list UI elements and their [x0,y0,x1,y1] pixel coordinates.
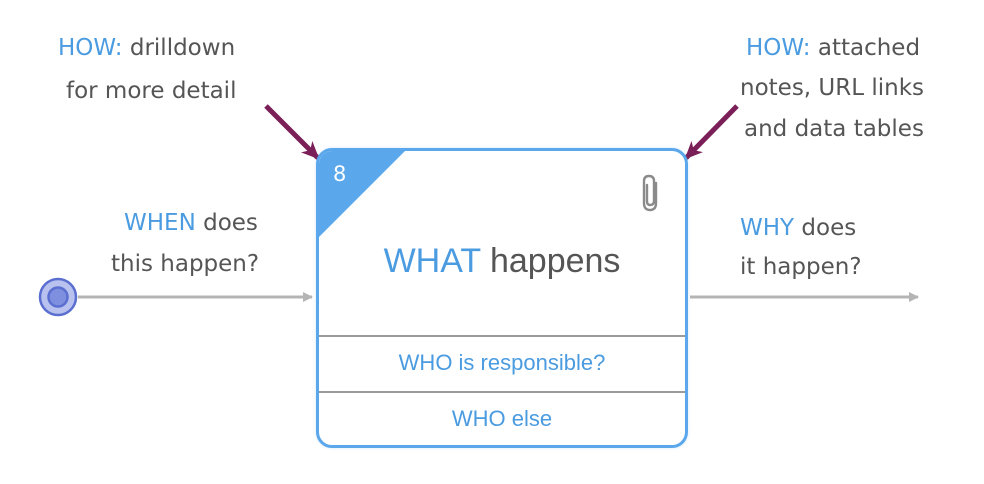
why-text: does [794,215,857,241]
step-number: 8 [333,162,347,186]
when-text: does [195,210,258,236]
how-attached-text: attached [810,35,921,61]
how-drilldown-label: HOW: drilldown [58,32,235,64]
how-attached-label: HOW: attached [746,32,920,64]
how-drilldown-text: drilldown [122,35,236,61]
how-drilldown-label-line2: for more detail [66,78,237,104]
when-keyword: WHEN [124,210,196,236]
how-attached-label-line3: and data tables [744,116,924,142]
activity-title[interactable]: WHAT happens [319,241,685,281]
step-number-badge [319,151,405,237]
why-label-line2: it happen? [740,254,862,280]
who-responsible-field[interactable]: WHO is responsible? [319,335,685,391]
attachment-callout-arrow [684,104,739,160]
how-attached-label-line2: notes, URL links [740,75,925,101]
start-event-icon[interactable] [38,277,78,317]
drilldown-callout-arrow [264,104,320,160]
what-keyword: WHAT [383,242,481,280]
when-label-line2: this happen? [111,251,260,277]
why-keyword: WHY [740,215,795,241]
activity-card[interactable]: 8 WHAT happens WHO is responsible? WHO e… [316,148,688,448]
paperclip-icon[interactable] [641,173,665,213]
when-label: WHEN does [124,207,258,239]
why-label: WHY does [740,212,856,244]
who-else-field[interactable]: WHO else [319,391,685,445]
how-keyword: HOW: [746,35,811,61]
what-text: happens [480,242,621,280]
how-keyword: HOW: [58,35,123,61]
